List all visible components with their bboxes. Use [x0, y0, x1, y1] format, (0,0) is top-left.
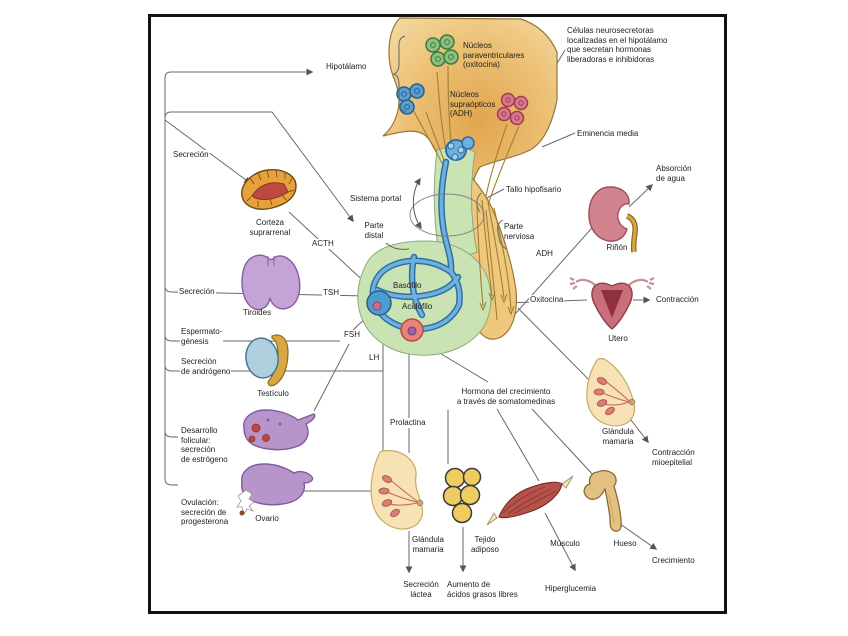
- label-absorcion-agua: Absorción de agua: [656, 164, 692, 183]
- line-fsh-testis: [164, 334, 340, 342]
- label-hipotalamo: Hipotálamo: [326, 62, 367, 71]
- label-fsh: FSH: [343, 330, 361, 340]
- label-espermatogenesis: Espermato- génesis: [180, 327, 224, 346]
- basophil-cell: [366, 290, 392, 316]
- label-secrecion-suprarrenal: Secreción: [172, 150, 210, 160]
- line-to-parte-distal: [164, 111, 354, 223]
- label-acth: ACTH: [311, 239, 335, 249]
- label-tiroides: Tiroides: [242, 308, 272, 317]
- adrenal-cortex-illustration: [241, 169, 297, 210]
- label-nucleos-paraventriculares: Núcleos paraventriculares (oxitocina): [463, 41, 525, 69]
- neurosecretory-neurons: [496, 92, 529, 126]
- label-aumento-acidos-grasos: Aumento de ácidos grasos libres: [447, 580, 518, 599]
- label-corteza-suprarrenal: Corteza suprarrenal: [249, 218, 291, 237]
- label-basofilo: Basófilo: [393, 281, 422, 290]
- label-contraccion-mioepitelial: Contracción mioepitelial: [652, 448, 695, 467]
- label-musculo: Músculo: [550, 539, 580, 548]
- label-oxitocina: Oxitocina: [529, 295, 565, 305]
- connector-lines: [164, 44, 658, 574]
- line-muscle-hiperglucemia: [544, 512, 576, 572]
- label-tallo-hipofisario: Tallo hipofisario: [506, 185, 562, 194]
- label-lh: LH: [368, 353, 381, 363]
- label-hiperglucemia: Hiperglucemia: [545, 584, 597, 593]
- ovary-illustration-follicular: [243, 409, 316, 451]
- label-hueso: Hueso: [613, 539, 637, 548]
- line-fsh-to-ovary: [313, 343, 350, 412]
- label-rinon: Riñón: [606, 243, 628, 252]
- line-acth: [288, 211, 371, 288]
- adipose-tissue-illustration: [442, 467, 482, 524]
- line-lh-vertical: [290, 318, 384, 492]
- label-ovario: Ovario: [255, 514, 279, 523]
- bone-illustration: [583, 469, 622, 532]
- label-secrecion-androgeno: Secreción de andrógeno: [180, 357, 232, 376]
- line-to-hipotalamo: [164, 68, 314, 79]
- line-gh-bone: [531, 408, 596, 478]
- label-secrecion-lactea: Secreción láctea: [403, 580, 439, 599]
- label-secrecion-tiroides: Secreción: [178, 287, 216, 297]
- label-desarrollo-folicular: Desarrollo folicular: secreción de estró…: [180, 426, 229, 464]
- line-eminencia: [541, 132, 576, 148]
- label-crecimiento: Crecimiento: [652, 556, 695, 565]
- label-tejido-adiposo: Tejido adiposo: [470, 535, 500, 554]
- label-contraccion: Contracción: [656, 295, 699, 304]
- line-kidney-absorcion: [628, 184, 654, 208]
- mammary-gland-bottom-illustration: [370, 449, 424, 530]
- thyroid-illustration: [241, 254, 301, 311]
- testis-illustration: [245, 334, 289, 387]
- branch-ovulacion: [164, 478, 178, 486]
- ovary-illustration-ovulation: [236, 463, 314, 516]
- mammary-gland-right-illustration: [586, 357, 636, 427]
- label-ovulacion: Ovulación: secreción de progesterona: [180, 498, 230, 527]
- label-hormona-crecimiento: Hormona del crecimiento a través de soma…: [437, 387, 575, 406]
- label-adh: ADH: [535, 249, 554, 259]
- line-lh-testis: [164, 364, 383, 372]
- label-celulas-neurosecretoras: Células neurosecretoras localizadas en e…: [567, 26, 668, 64]
- line-tsh: [164, 285, 369, 297]
- label-utero: Utero: [608, 334, 628, 343]
- line-oxitocina-breast: [517, 307, 596, 387]
- label-parte-nerviosa: Parte nerviosa: [504, 222, 535, 241]
- muscle-illustration: [486, 475, 574, 526]
- label-sistema-portal: Sistema portal: [350, 194, 402, 203]
- label-tsh: TSH: [322, 288, 340, 298]
- label-eminencia-media: Eminencia media: [577, 129, 639, 138]
- label-parte-distal: Parte distal: [364, 221, 384, 240]
- branch-desarrollo: [164, 430, 178, 438]
- label-acidofilo: Acidófilo: [402, 302, 433, 311]
- pituitary-anterior-lobe: [357, 146, 492, 356]
- uterus-illustration: [569, 277, 655, 330]
- label-testiculo: Testículo: [257, 389, 289, 398]
- line-adh: [507, 219, 600, 323]
- figure-overlays: [385, 35, 507, 250]
- label-glandula-mamaria-inferior: Glándula mamaria: [411, 535, 445, 554]
- line-gh-muscle: [496, 408, 540, 482]
- acidophil-cell: [400, 318, 424, 342]
- paraventricular-neurons: [425, 34, 459, 67]
- label-nucleos-supraopticos: Núcleos supraópticos (ADH): [450, 90, 496, 118]
- label-glandula-mamaria-derecha: Glándula mamaria: [601, 427, 635, 446]
- kidney-illustration: [588, 186, 638, 253]
- label-prolactina: Prolactina: [389, 418, 427, 428]
